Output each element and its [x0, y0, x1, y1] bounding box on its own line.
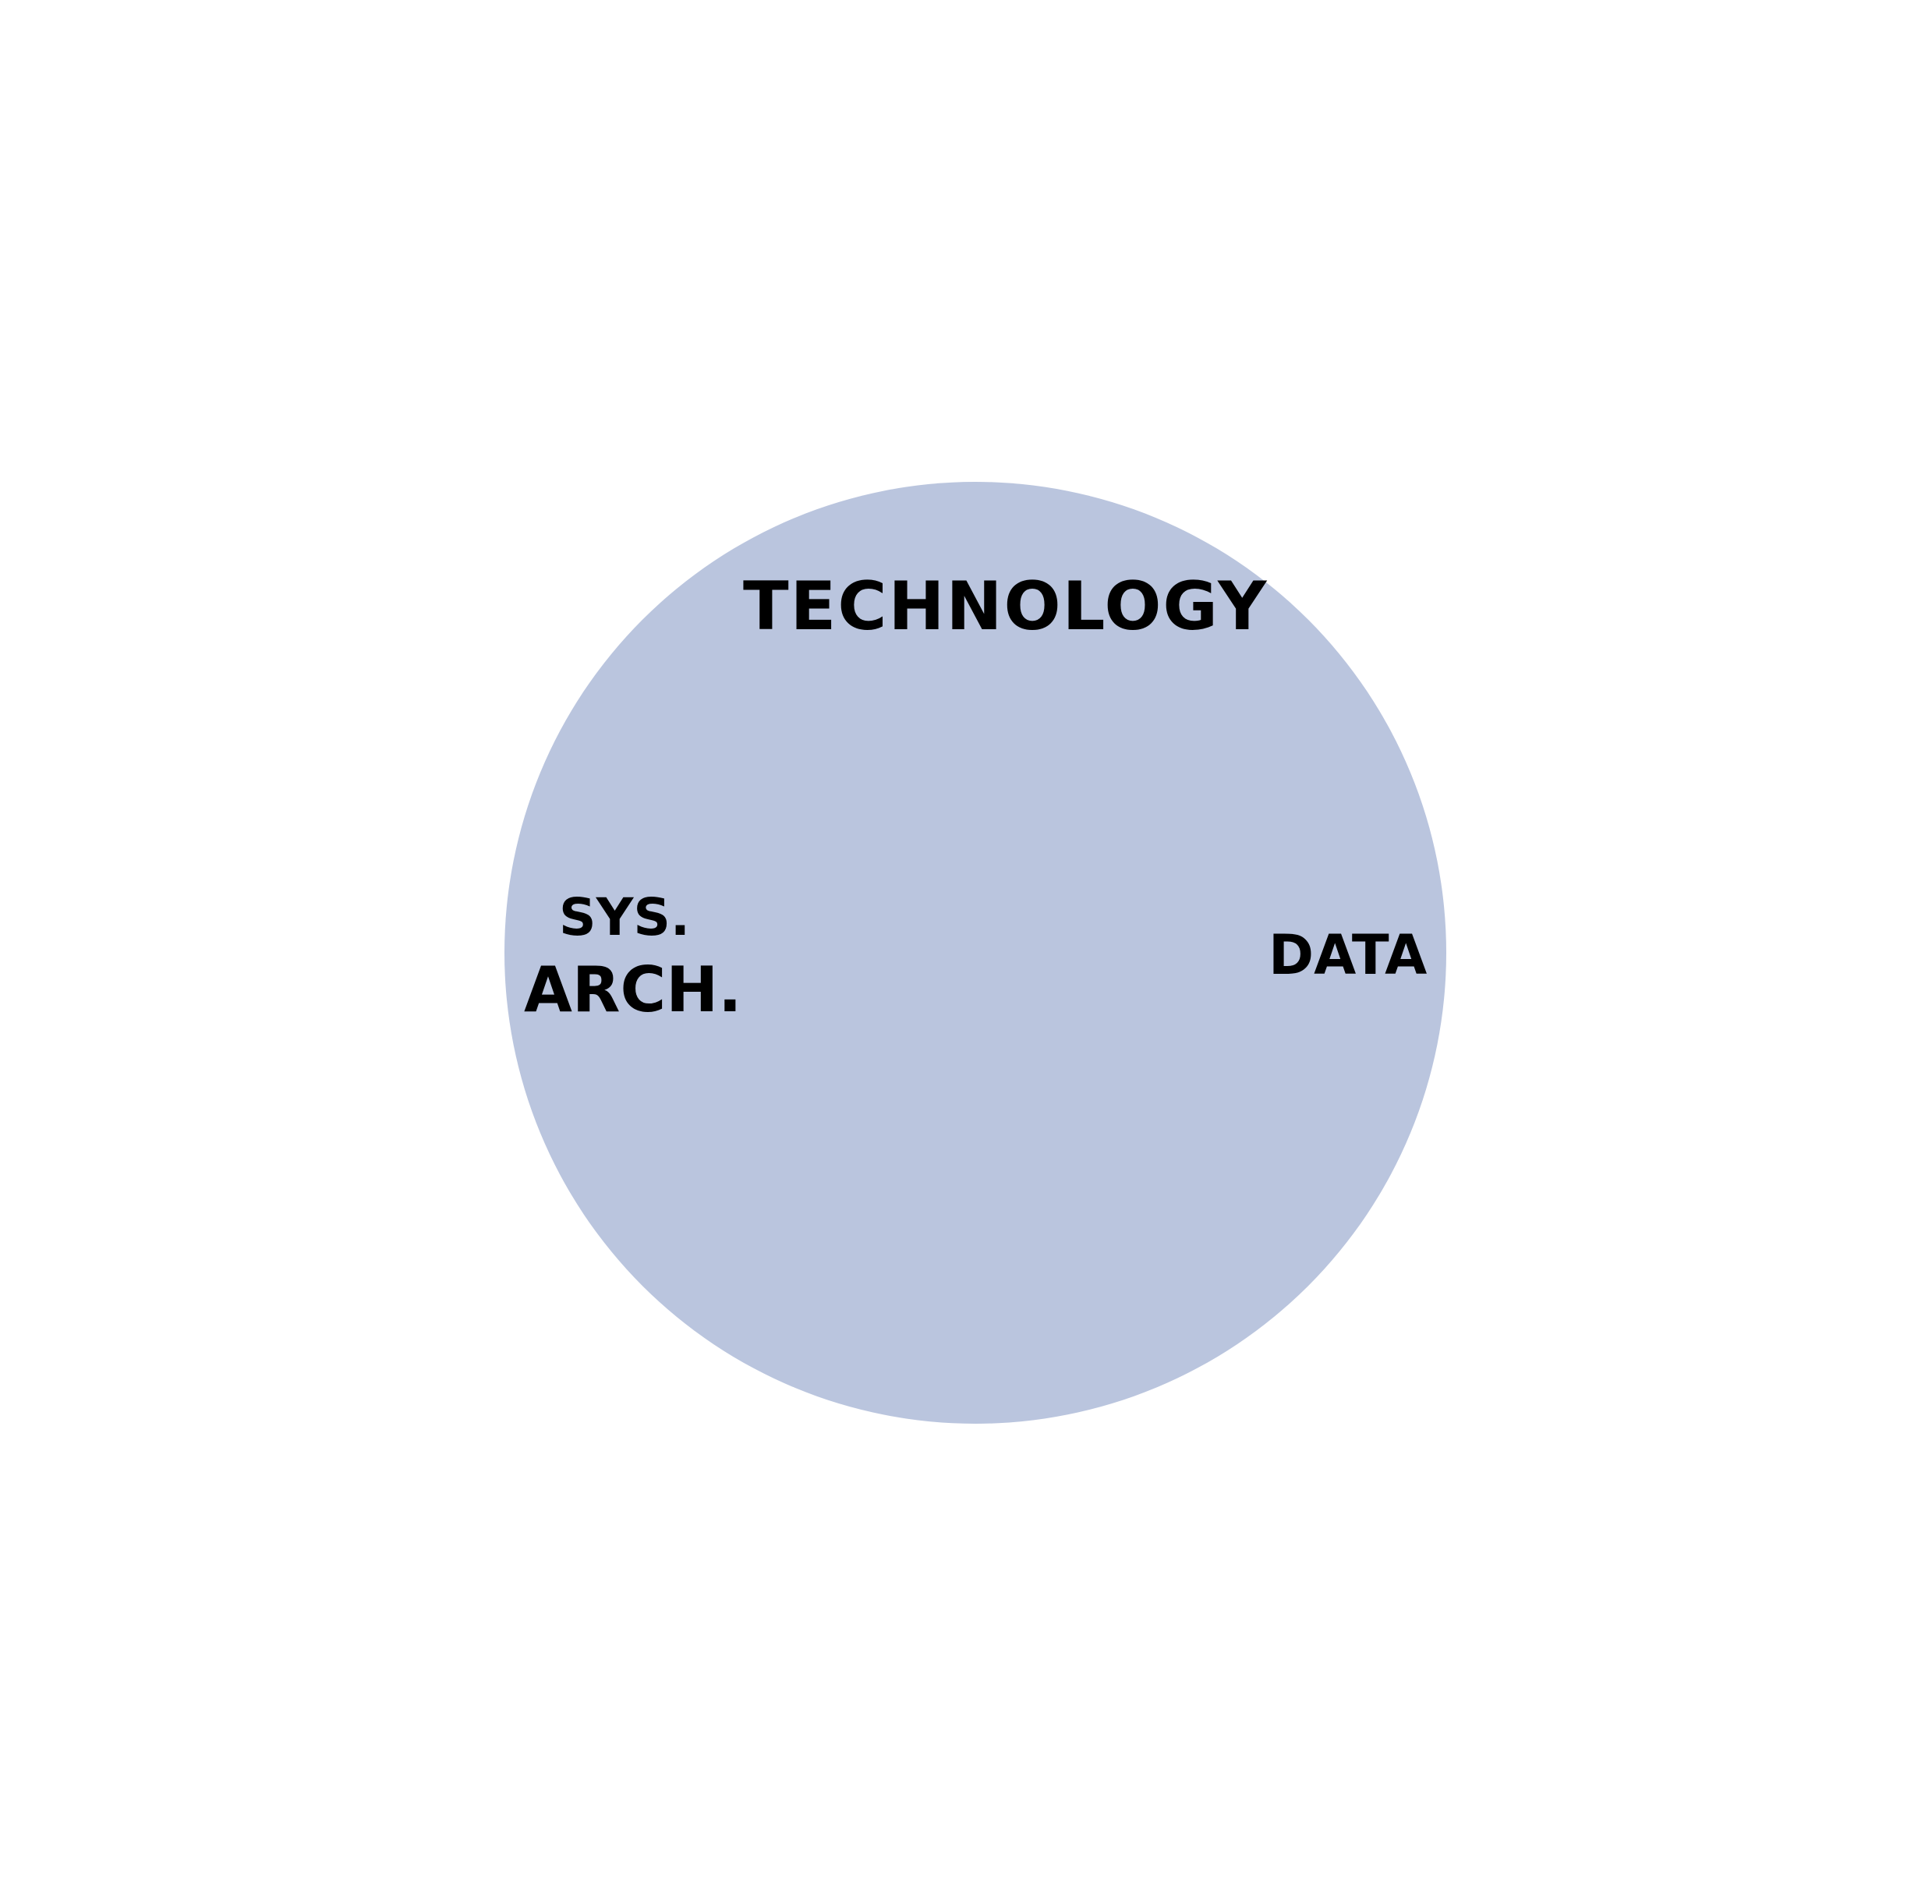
- technology-circle: [504, 482, 1446, 1424]
- sys-arch-label-line1: SYS.: [559, 887, 690, 947]
- sys-arch-label-line2: ARCH.: [524, 954, 742, 1026]
- technology-label: TECHNOLOGY: [743, 568, 1269, 646]
- data-label: DATA: [1269, 923, 1428, 987]
